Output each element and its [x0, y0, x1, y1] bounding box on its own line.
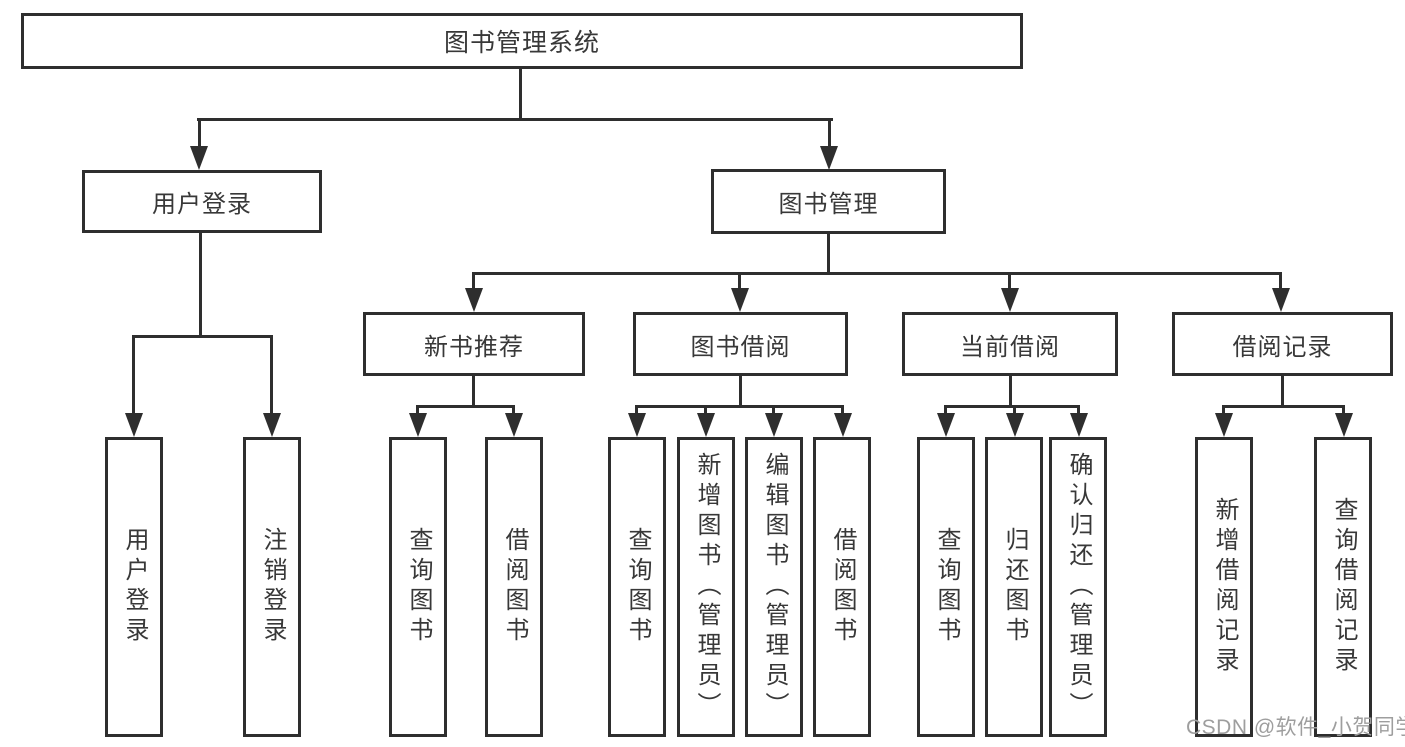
connector	[472, 272, 1282, 275]
connector	[704, 405, 707, 415]
connector	[635, 405, 638, 415]
node-return-books: 归还图书	[985, 437, 1043, 737]
connector	[1009, 376, 1012, 406]
connector	[944, 405, 1080, 408]
connector	[416, 405, 419, 415]
connector	[1222, 405, 1345, 408]
node-book-management: 图书管理	[711, 169, 946, 234]
node-library-system: 图书管理系统	[21, 13, 1023, 69]
connector	[1008, 272, 1011, 290]
arrowhead-icon	[765, 413, 783, 437]
arrowhead-icon	[190, 146, 208, 170]
arrowhead-icon	[505, 413, 523, 437]
connector	[827, 234, 830, 272]
arrowhead-icon	[409, 413, 427, 437]
connector	[472, 376, 475, 406]
node-user-login: 用户登录	[82, 170, 322, 233]
connector	[270, 335, 273, 413]
arrowhead-icon	[731, 288, 749, 312]
connector	[1279, 272, 1282, 290]
node-query-books-current: 查询图书	[917, 437, 975, 737]
connector	[828, 118, 831, 146]
connector	[416, 405, 515, 408]
node-query-books-recommend: 查询图书	[389, 437, 447, 737]
arrowhead-icon	[1070, 413, 1088, 437]
connector	[1342, 405, 1345, 415]
arrowhead-icon	[628, 413, 646, 437]
arrowhead-icon	[1272, 288, 1290, 312]
node-borrow-books-recommend: 借阅图书	[485, 437, 543, 737]
connector	[1222, 405, 1225, 415]
node-borrowing-records: 借阅记录	[1172, 312, 1393, 376]
arrowhead-icon	[937, 413, 955, 437]
connector	[197, 118, 833, 121]
arrowhead-icon	[465, 288, 483, 312]
node-add-borrow-record: 新增借阅记录	[1195, 437, 1253, 737]
arrowhead-icon	[834, 413, 852, 437]
arrowhead-icon	[125, 413, 143, 437]
node-current-borrowing: 当前借阅	[902, 312, 1118, 376]
connector	[1077, 405, 1080, 415]
node-borrow-books-borrowing: 借阅图书	[813, 437, 871, 737]
node-add-book-admin: 新增图书（管理员）	[677, 437, 735, 737]
connector	[841, 405, 844, 415]
connector	[635, 405, 844, 408]
connector	[944, 405, 947, 415]
node-new-book-recommend: 新书推荐	[363, 312, 585, 376]
arrowhead-icon	[1006, 413, 1024, 437]
node-user-login-leaf: 用户登录	[105, 437, 163, 737]
arrowhead-icon	[1215, 413, 1233, 437]
connector	[132, 335, 273, 338]
connector	[472, 272, 475, 290]
arrowhead-icon	[263, 413, 281, 437]
csdn-watermark: CSDN @软件_小贺同学	[1186, 716, 1405, 739]
connector	[519, 69, 522, 118]
connector	[132, 335, 135, 413]
connector	[199, 233, 202, 335]
connector	[1013, 405, 1016, 415]
connector	[739, 376, 742, 406]
connector	[738, 272, 741, 290]
node-query-books-borrowing: 查询图书	[608, 437, 666, 737]
node-confirm-return-admin: 确认归还（管理员）	[1049, 437, 1107, 737]
arrowhead-icon	[820, 146, 838, 170]
connector	[772, 405, 775, 415]
arrowhead-icon	[1335, 413, 1353, 437]
arrowhead-icon	[697, 413, 715, 437]
node-book-borrowing: 图书借阅	[633, 312, 848, 376]
node-edit-book-admin: 编辑图书（管理员）	[745, 437, 803, 737]
arrowhead-icon	[1001, 288, 1019, 312]
connector	[198, 118, 201, 146]
connector	[1281, 376, 1284, 406]
connector	[512, 405, 515, 415]
node-query-borrow-record: 查询借阅记录	[1314, 437, 1372, 737]
node-logout: 注销登录	[243, 437, 301, 737]
